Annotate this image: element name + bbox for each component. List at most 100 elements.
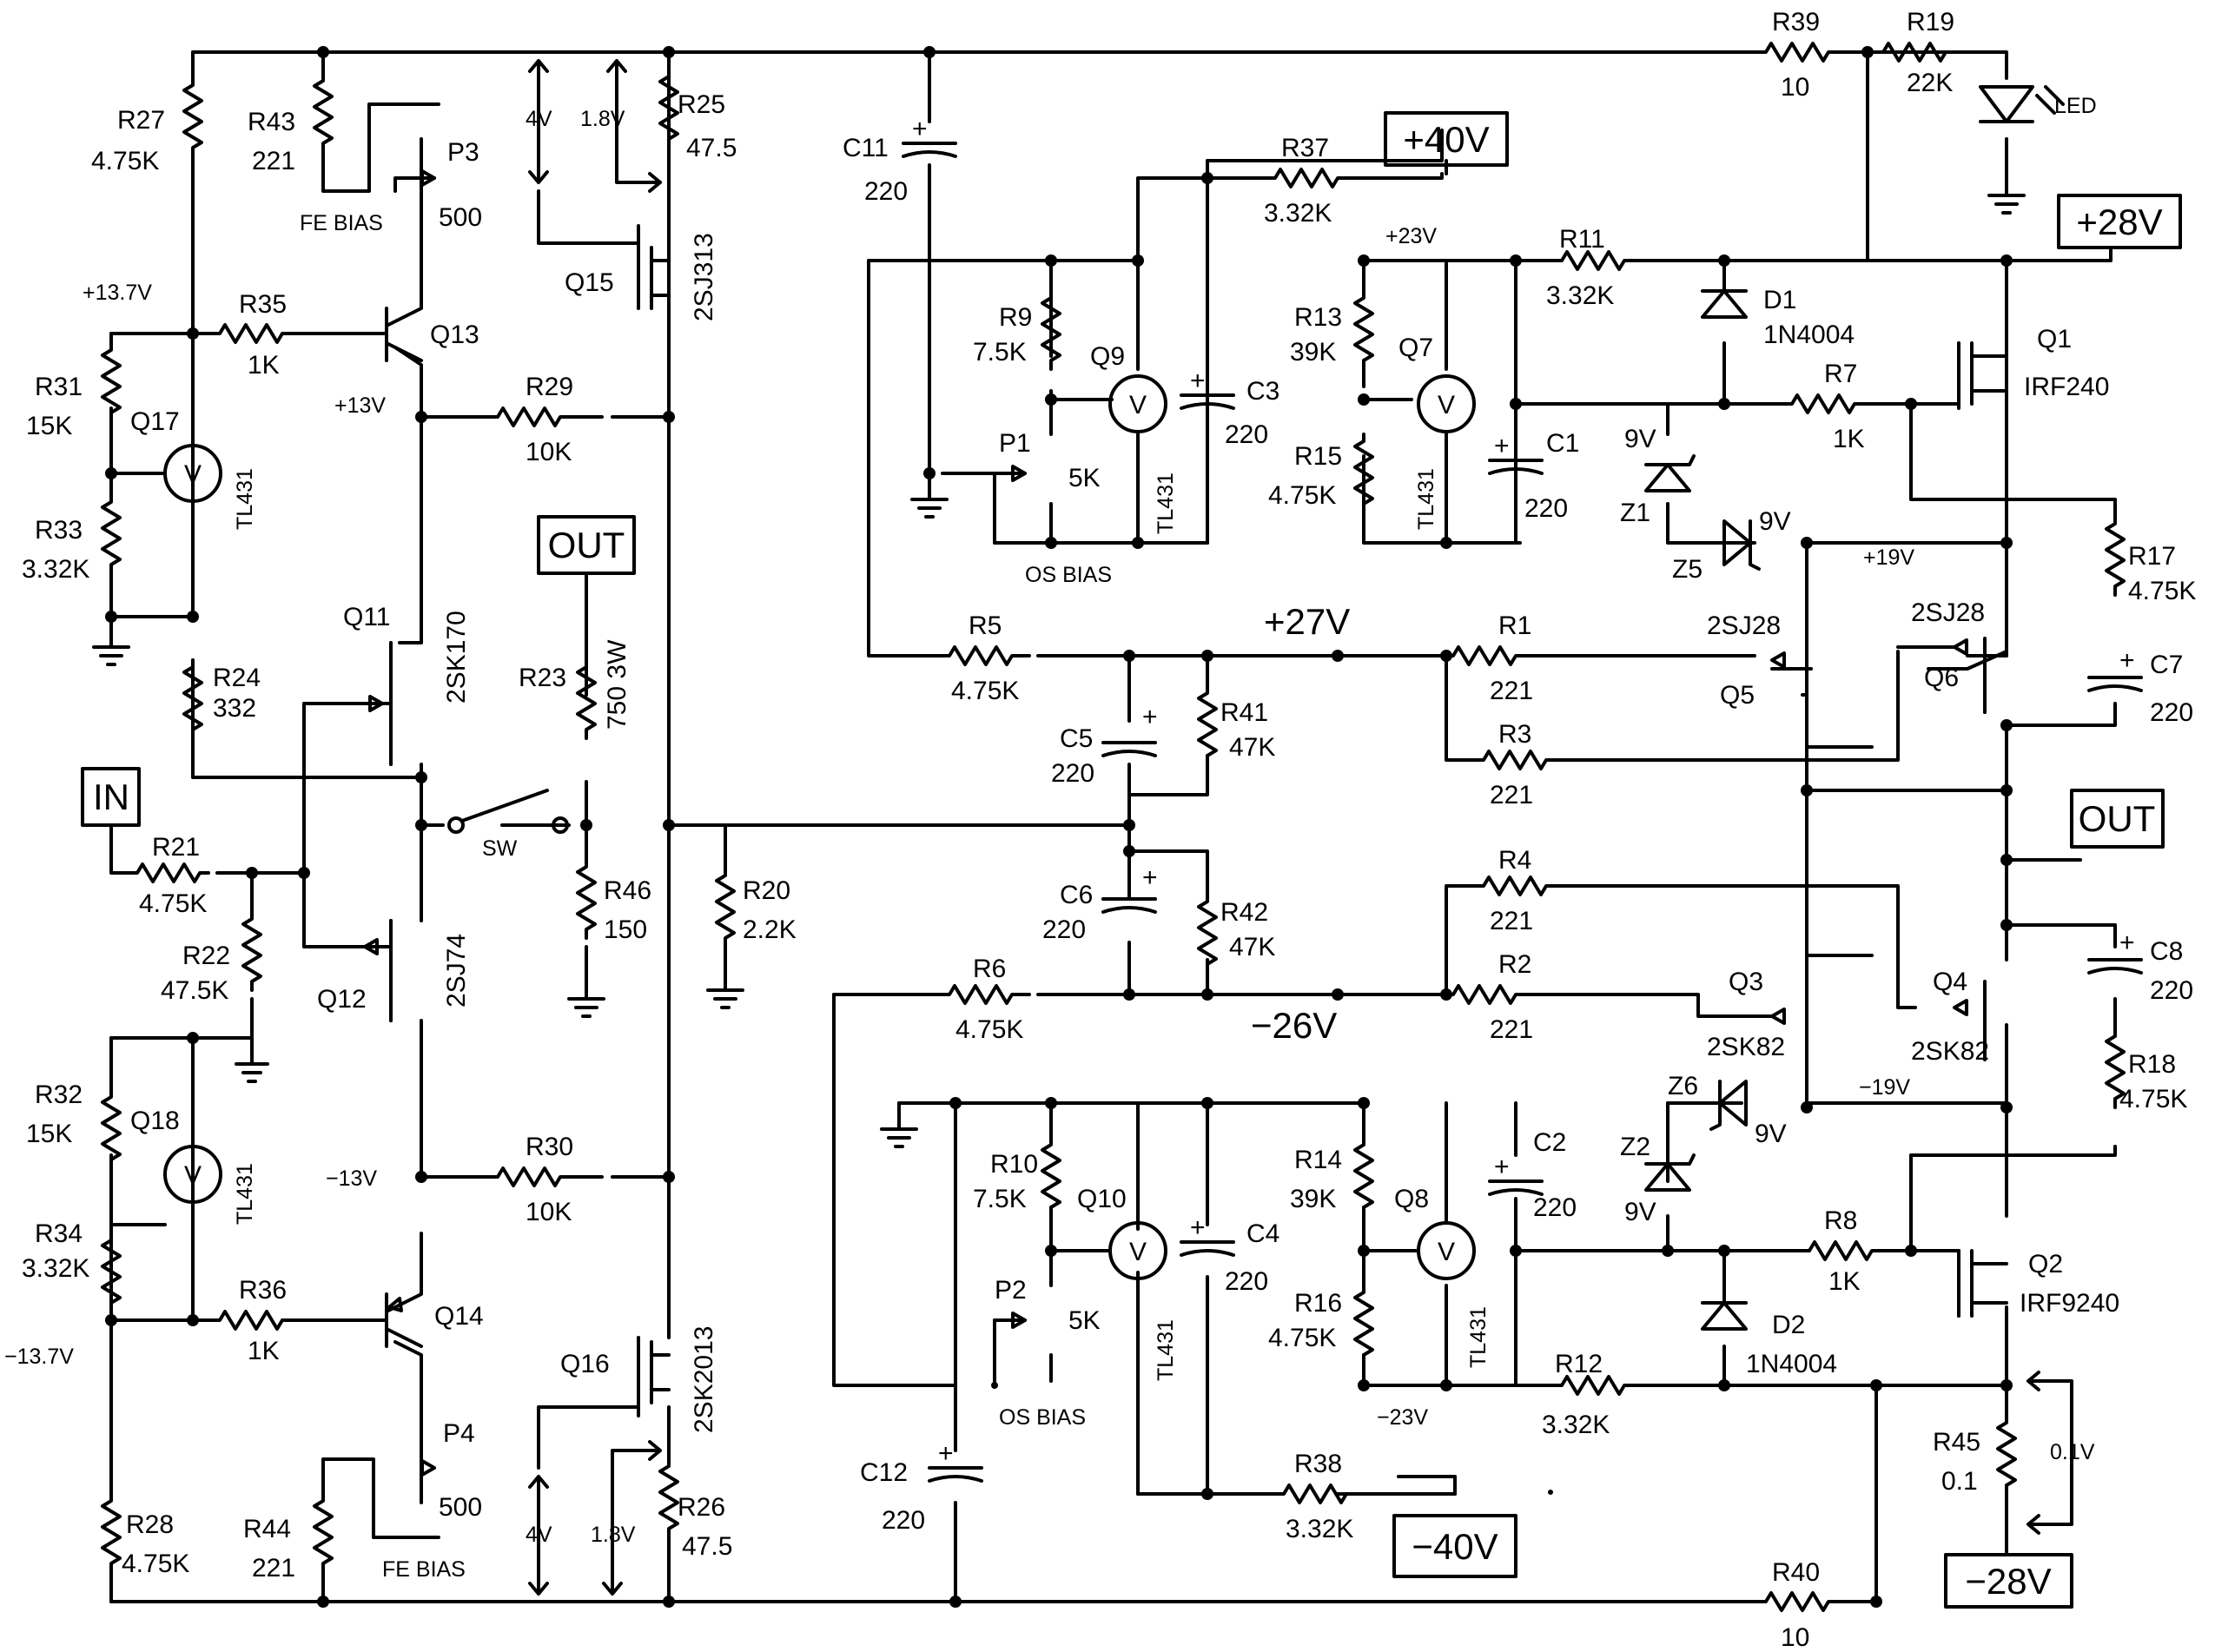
R19-ref: R19 <box>1907 8 1954 36</box>
D1-ref: D1 <box>1763 286 1796 314</box>
R15-symbol <box>1353 433 1374 514</box>
R16-val: 4.75K <box>1268 1324 1336 1352</box>
P3-ref: P3 <box>447 138 479 167</box>
R17-ref: R17 <box>2128 542 2176 571</box>
R25-val: 47.5 <box>686 134 737 162</box>
C5-val: 220 <box>1051 759 1094 788</box>
R31-ref: R31 <box>35 373 83 401</box>
R29-ref: R29 <box>526 373 573 401</box>
tl431-symbols: V V V V V V <box>163 374 1476 1280</box>
R12-val: 3.32K <box>1542 1411 1610 1439</box>
v-p23: +23V <box>1385 224 1437 248</box>
P4-val: 500 <box>439 1493 482 1522</box>
R41-ref: R41 <box>1220 698 1268 727</box>
R39-ref: R39 <box>1772 8 1820 36</box>
LED-symbol <box>1979 85 2065 123</box>
R32-ref: R32 <box>35 1080 83 1109</box>
svg-text:+: + <box>1494 1153 1510 1181</box>
C2-ref: C2 <box>1533 1128 1566 1157</box>
sw-label: SW <box>482 836 518 861</box>
C8-ref: C8 <box>2150 937 2183 966</box>
Q6-ref: Q6 <box>1924 664 1959 692</box>
Q8-symbol: V <box>1417 1221 1476 1280</box>
R1-symbol <box>1445 645 1535 666</box>
Q10-ref: Q10 <box>1077 1185 1127 1213</box>
R44-symbol <box>313 1492 334 1574</box>
R3-ref: R3 <box>1498 720 1531 749</box>
svg-text:V: V <box>1438 1238 1455 1266</box>
R41-symbol <box>1197 684 1218 766</box>
R26-val: 47.5 <box>682 1532 732 1561</box>
C3-symbol: + <box>1180 367 1235 410</box>
C4-symbol: + <box>1180 1213 1235 1257</box>
fe-bias-top: FE BIAS <box>300 211 383 235</box>
R42-symbol <box>1197 893 1218 975</box>
R5-val: 4.75K <box>951 677 1019 705</box>
R14-val: 39K <box>1290 1185 1336 1213</box>
C7-symbol: + <box>2087 646 2143 692</box>
Q12-type: 2SJ74 <box>442 934 471 1008</box>
R20-val: 2.2K <box>743 915 797 944</box>
v-m23: −23V <box>1377 1405 1428 1430</box>
Q15-type: 2SJ313 <box>690 233 718 321</box>
capacitor-symbols: + + + + + + + + + + <box>902 115 2143 1483</box>
Z1-ref: Z1 <box>1620 499 1650 527</box>
C2-val: 220 <box>1533 1193 1577 1222</box>
in-terminal: IN <box>93 776 129 817</box>
Q9-type: TL431 <box>1154 472 1178 534</box>
R30-val: 10K <box>526 1198 572 1226</box>
R19-val: 22K <box>1907 69 1953 97</box>
R27-symbol <box>182 76 203 158</box>
D2-symbol <box>1701 1301 1748 1331</box>
C6-ref: C6 <box>1060 881 1093 909</box>
R39-symbol <box>1757 42 1848 63</box>
Q9-symbol: V <box>1108 374 1167 433</box>
C4-val: 220 <box>1225 1267 1268 1296</box>
R2-symbol <box>1445 984 1535 1005</box>
Q17-symbol: V <box>163 444 222 503</box>
R18-symbol <box>2105 1028 2126 1109</box>
junction-dots <box>105 46 2013 1608</box>
Q3-type: 2SK82 <box>1707 1033 1785 1061</box>
R36-val: 1K <box>248 1337 280 1365</box>
R16-ref: R16 <box>1294 1289 1342 1318</box>
R25-symbol <box>658 68 679 149</box>
R17-symbol <box>2105 515 2126 597</box>
R11-symbol <box>1553 250 1643 271</box>
R40-symbol <box>1757 1591 1848 1612</box>
svg-text:+: + <box>1190 1213 1206 1242</box>
Q8-type: TL431 <box>1466 1306 1491 1368</box>
v-m13-7: −13.7V <box>4 1345 74 1369</box>
R14-symbol <box>1353 1136 1374 1218</box>
Q5-ref: Q5 <box>1720 681 1755 710</box>
Q3-ref: Q3 <box>1729 968 1763 996</box>
R7-symbol <box>1783 393 1874 414</box>
Q1-ref: Q1 <box>2037 325 2072 354</box>
R45-val: 0.1 <box>1941 1467 1978 1496</box>
R28-symbol <box>101 1492 122 1574</box>
svg-text:+: + <box>912 115 928 143</box>
D2-type: 1N4004 <box>1746 1350 1837 1378</box>
R46-val: 150 <box>604 915 647 944</box>
R15-ref: R15 <box>1294 442 1342 471</box>
Z5-val: 9V <box>1759 507 1791 536</box>
R6-symbol <box>941 984 1031 1005</box>
C1-val: 220 <box>1524 494 1568 523</box>
R3-symbol <box>1475 750 1565 770</box>
R21-ref: R21 <box>152 833 200 862</box>
C11-symbol: + <box>902 115 957 158</box>
C4-ref: C4 <box>1246 1219 1279 1248</box>
P1-ref: P1 <box>999 429 1031 458</box>
ground-symbols <box>92 194 2026 1148</box>
svg-text:V: V <box>1129 391 1147 420</box>
C11-ref: C11 <box>843 134 889 162</box>
os-bias-top: OS BIAS <box>1025 563 1112 587</box>
R23-val: 750 3W <box>603 639 631 730</box>
R32-symbol <box>101 1088 122 1170</box>
R28-ref: R28 <box>126 1510 174 1539</box>
R20-ref: R20 <box>743 876 790 905</box>
svg-text:+: + <box>2119 928 2135 957</box>
R13-symbol <box>1353 289 1374 371</box>
R25-ref: R25 <box>678 90 725 119</box>
Q6-type: 2SJ28 <box>1911 598 1985 627</box>
